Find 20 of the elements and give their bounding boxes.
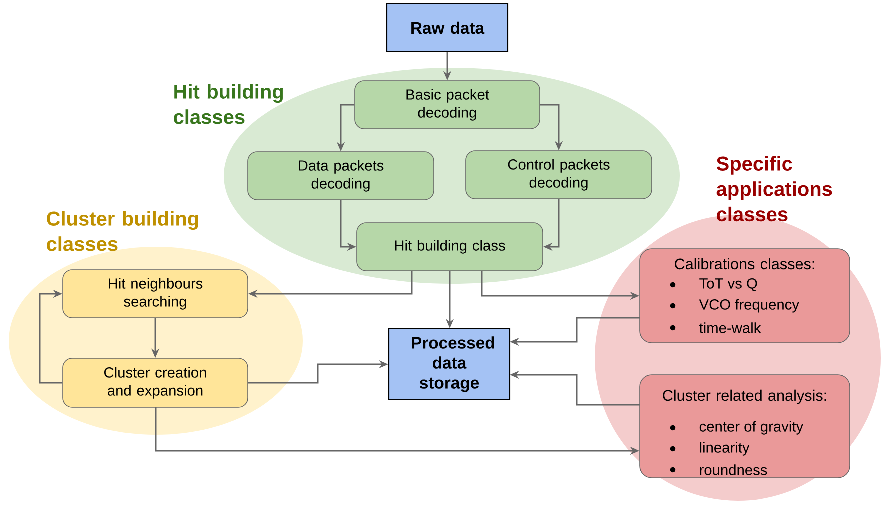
list-item: VCO frequency — [699, 299, 800, 313]
group-heading: Specific applications classes — [716, 156, 832, 222]
list-item: time-walk — [700, 322, 762, 334]
group-heading: Hit building classes — [174, 84, 284, 124]
list-item: linearity — [700, 442, 750, 456]
process-box: Data packets decoding — [248, 152, 434, 200]
group-heading: Cluster building classes — [47, 211, 198, 252]
data-box: Raw data — [386, 3, 509, 53]
process-box: Control packets decoding — [466, 150, 652, 200]
list-heading: Calibrations classes: — [675, 258, 814, 270]
process-box: Hit neighbours searching — [62, 270, 248, 318]
list-item: roundness — [700, 464, 768, 476]
data-box: Processed data storage — [388, 328, 511, 401]
process-box: Basic packet decoding — [354, 80, 540, 130]
list-item: center of gravity — [700, 421, 804, 435]
arrow — [39, 290, 63, 384]
list-item: ToT vs Q — [700, 278, 758, 292]
process-box: Hit building class — [356, 222, 544, 272]
list-heading: Cluster related analysis: — [663, 390, 826, 404]
process-box: Cluster creation and expansion — [62, 358, 248, 408]
